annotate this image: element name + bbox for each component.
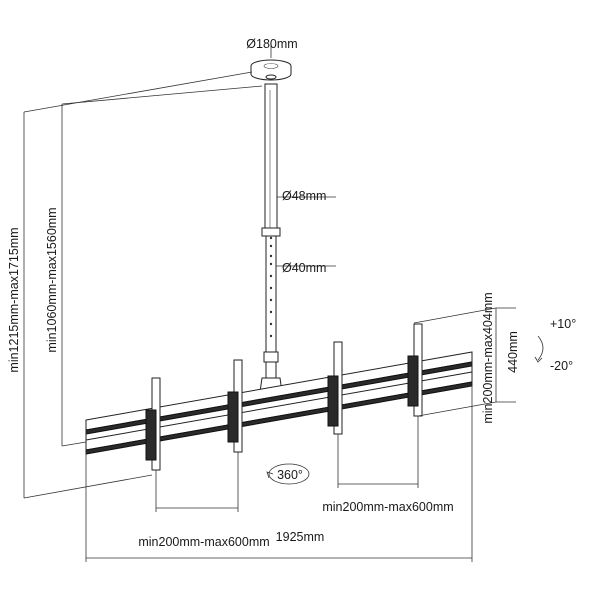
ceiling-plate [250,59,292,81]
pole-height-label: min1060mm-max1560mm [45,207,59,352]
horizontal-rails [85,351,473,455]
bracket-height-dimension-lines [413,307,516,417]
ceiling-pole [259,83,283,393]
tilt-arrow-icon [537,335,544,361]
rotation-label: 360° [277,468,303,482]
spacing-dimension-lines [155,416,419,512]
display-bracket-4 [407,323,423,417]
rotation-icon [268,463,310,485]
total-width-label: 1925mm [276,530,325,544]
rotation-arrowhead-icon [266,471,274,479]
height-dimension-lines [23,71,263,499]
inner-tube-label: Ø40mm [282,261,326,275]
outer-tube-label: Ø48mm [282,189,326,203]
display-bracket-1 [145,377,161,471]
plate-diameter-label: Ø180mm [246,37,297,51]
tilt-down-label: -20° [550,359,573,373]
plate-height-label: 440mm [506,331,520,373]
bracket-height-label: min200mm-max404mm [481,292,495,423]
pole-adjustment-holes [269,236,273,338]
tilt-arrowhead-icon [534,356,543,363]
spacing-right-label: min200mm-max600mm [322,500,453,514]
display-bracket-2 [227,359,243,453]
total-height-label: min1215mm-max1715mm [7,227,21,372]
tilt-up-label: +10° [550,317,576,331]
spacing-left-label: min200mm-max600mm [138,535,269,549]
width-dimension-lines [85,386,473,562]
display-bracket-3 [327,341,343,435]
